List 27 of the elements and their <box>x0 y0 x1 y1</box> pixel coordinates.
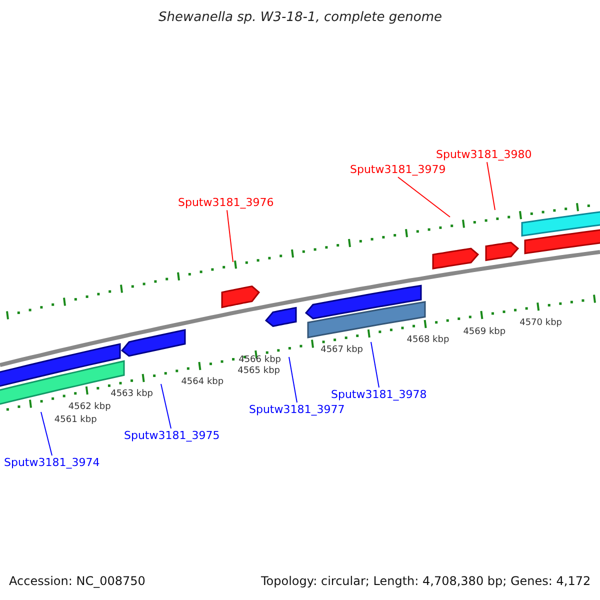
leader-line <box>226 210 234 262</box>
gene-label: Sputw3181_3976 <box>178 196 274 210</box>
gene-label: Sputw3181_3978 <box>331 388 427 402</box>
scale-label: 4561 kbp <box>54 415 97 426</box>
scale-label: 4568 kbp <box>406 335 450 346</box>
accession-text: Accession: NC_008750 <box>9 575 146 589</box>
genome-info-text: Topology: circular; Length: 4,708,380 bp; Genes: 4,172 <box>261 575 591 589</box>
scale-label: 4563 kbp <box>110 389 153 400</box>
gene-label: Sputw3181_3980 <box>436 148 532 162</box>
scale-label: 4570 kbp <box>520 318 562 328</box>
leader-line <box>370 342 380 388</box>
leader-line <box>160 384 172 429</box>
leader-line <box>398 176 450 218</box>
gene-label: Sputw3181_3979 <box>350 164 446 176</box>
scale-label: 4567 kbp <box>320 345 363 356</box>
scale-label: 4565 kbp <box>238 366 280 376</box>
leader-line <box>288 356 298 403</box>
scale-label: 4562 kbp <box>68 402 111 412</box>
scale-label: 4566 kbp <box>238 355 281 366</box>
scale-label: 4564 kbp <box>181 377 224 388</box>
leader-line <box>486 162 496 210</box>
title: Shewanella sp. W3-18-1, complete genome <box>158 10 442 26</box>
scale-label: 4569 kbp <box>463 326 506 337</box>
gene-label: Sputw3181_3977 <box>249 404 345 416</box>
gene-label: Sputw3181_3975 <box>124 430 220 442</box>
gene-label: Sputw3181_3974 <box>4 456 100 470</box>
leader-line <box>40 412 52 456</box>
